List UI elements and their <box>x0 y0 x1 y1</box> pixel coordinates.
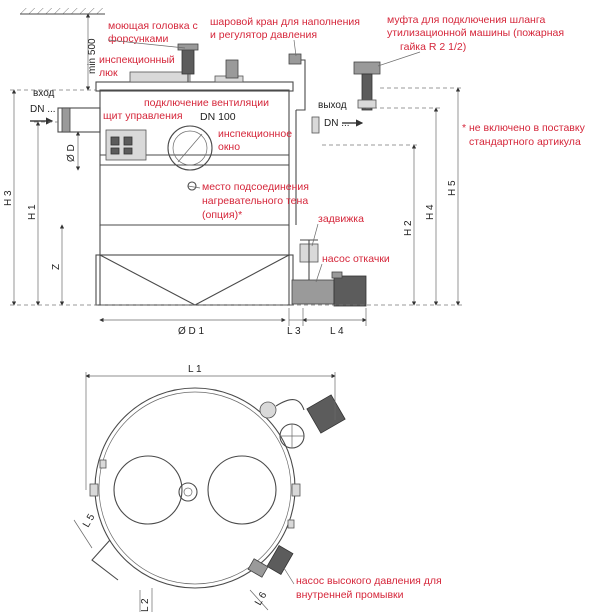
drain-pump-label: насос откачки <box>322 253 390 265</box>
outlet-pipe <box>311 116 364 134</box>
drain-pump <box>291 271 367 307</box>
l3-label: L 3 <box>287 326 301 337</box>
l4-label: L 4 <box>330 326 344 337</box>
tank-lid <box>95 81 294 92</box>
inlet-pipe <box>30 107 101 133</box>
inspection-hatch-label-2: люк <box>99 67 118 79</box>
ball-valve-label-2: и регулятор давления <box>210 29 317 41</box>
l1-label: L 1 <box>188 364 202 375</box>
heater-label-1: место подсоединения <box>202 181 309 193</box>
tank-top-outline <box>94 387 296 589</box>
top-hatch-left <box>113 455 183 525</box>
hose-coupling <box>353 61 381 111</box>
ventilation-pipe <box>225 59 239 79</box>
washing-head-label-1: моющая головка с <box>108 20 198 32</box>
ball-valve-label-1: шаровой кран для наполнения <box>210 16 360 28</box>
od1-label: Ø D 1 <box>178 326 205 337</box>
hose-coupling-label-3: гайка R 2 1/2) <box>400 41 466 53</box>
inlet-label: вход <box>33 88 55 99</box>
top-valve-cluster <box>259 394 346 449</box>
hp-pump-label-2: внутренней промывки <box>296 589 404 601</box>
gate-valve-label: задвижка <box>318 213 364 225</box>
note-label-1: * не включено в поставку <box>462 122 586 134</box>
inspection-hatch-label-1: инспекционный <box>99 54 175 66</box>
inlet-dn-label: DN ... <box>30 104 56 115</box>
ventilation-label: подключение вентиляции <box>144 97 269 109</box>
tank-cone <box>99 254 290 306</box>
inspection-window <box>167 125 213 171</box>
top-hatch-right <box>207 455 277 525</box>
dn100-label: DN 100 <box>200 111 236 123</box>
note-label-2: стандартного артикула <box>469 136 581 148</box>
min500-label: min 500 <box>87 38 98 74</box>
od-label: Ø D <box>66 144 77 162</box>
washing-head <box>177 43 199 82</box>
side-view <box>10 8 462 326</box>
inspection-window-label-2: окно <box>218 141 240 153</box>
l2-label: L 2 <box>140 598 151 612</box>
l6-label: L 6 <box>253 590 270 608</box>
hp-pump-label-1: насос высокого давления для <box>296 575 442 587</box>
inspection-window-label-1: инспекционное <box>218 128 292 140</box>
heater-label-3: (опция)* <box>202 209 242 221</box>
top-view <box>73 372 346 612</box>
hp-pump <box>247 545 294 578</box>
z-label: Z <box>51 264 62 270</box>
ceiling-hatch <box>20 8 105 14</box>
h3-label: H 3 <box>3 190 14 206</box>
h1-label: H 1 <box>27 204 38 220</box>
hose-coupling-label-2: утилизационной машины (пожарная <box>387 27 564 39</box>
washing-head-label-2: форсунками <box>108 33 168 45</box>
outlet-dn-label: DN ... <box>324 118 350 129</box>
h4-label: H 4 <box>425 204 436 220</box>
h5-label: H 5 <box>447 180 458 196</box>
heater-label-2: нагревательного тена <box>202 195 308 207</box>
gate-valve <box>299 239 319 285</box>
outlet-label: выход <box>318 100 347 111</box>
h2-label: H 2 <box>403 220 414 236</box>
l5-label: L 5 <box>81 512 98 530</box>
control-panel-label: щит управления <box>103 110 183 122</box>
ball-valve <box>288 53 306 225</box>
hose-coupling-label-1: муфта для подключения шланга <box>387 14 545 26</box>
control-panel <box>105 129 147 161</box>
